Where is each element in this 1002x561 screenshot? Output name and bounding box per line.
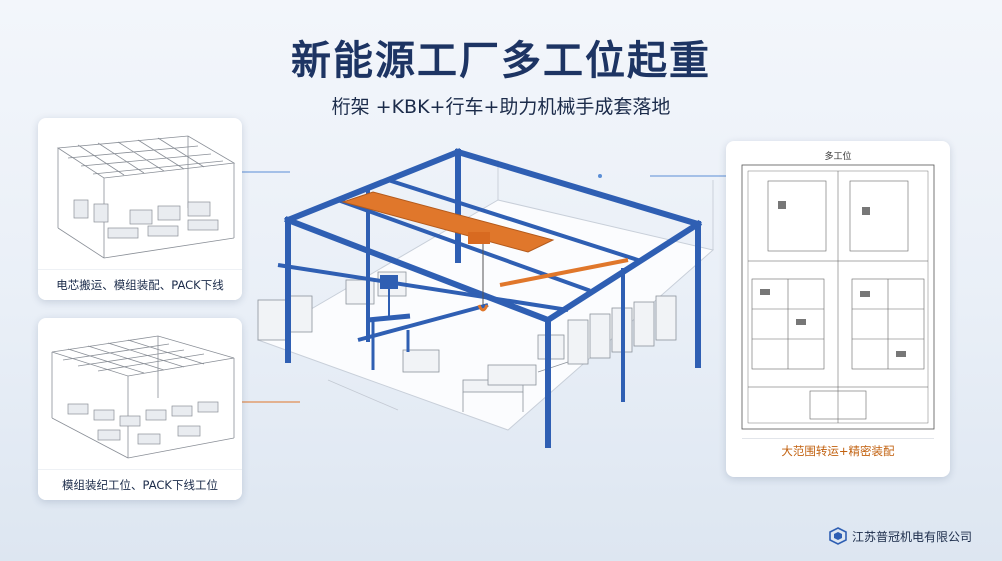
kbk-rails: [277, 263, 569, 370]
card-module-assembly: 模组装纪工位、PACK下线工位: [38, 318, 242, 500]
crane-scene: [256, 148, 715, 448]
factory-sketch-top: [56, 135, 236, 259]
floor-plan-caption: 大范围转运+精密装配: [742, 438, 934, 463]
floor-plan-drawing: [741, 164, 935, 430]
card-cell-handling: 电芯搬运、模组装配、PACK下线: [38, 118, 242, 300]
bridge-crane: [341, 191, 629, 312]
factory-sketch-bottom: [51, 335, 235, 459]
company-name: 江苏普冠机电有限公司: [851, 529, 972, 544]
kbk-lifter: [367, 275, 411, 323]
page-subtitle: 桁架 +KBK+行车+助力机械手成套落地: [331, 96, 671, 118]
company-brand: 江苏普冠机电有限公司: [829, 527, 972, 545]
floor-plan-title: 多工位: [824, 152, 852, 162]
company-logo-icon: [829, 527, 847, 545]
page-title: 新能源工厂多工位起重: [291, 38, 711, 84]
card-caption: 模组装纪工位、PACK下线工位: [38, 469, 242, 500]
card-caption: 电芯搬运、模组装配、PACK下线: [38, 269, 242, 300]
card-floor-plan: 多工位 大范围转: [726, 141, 950, 477]
